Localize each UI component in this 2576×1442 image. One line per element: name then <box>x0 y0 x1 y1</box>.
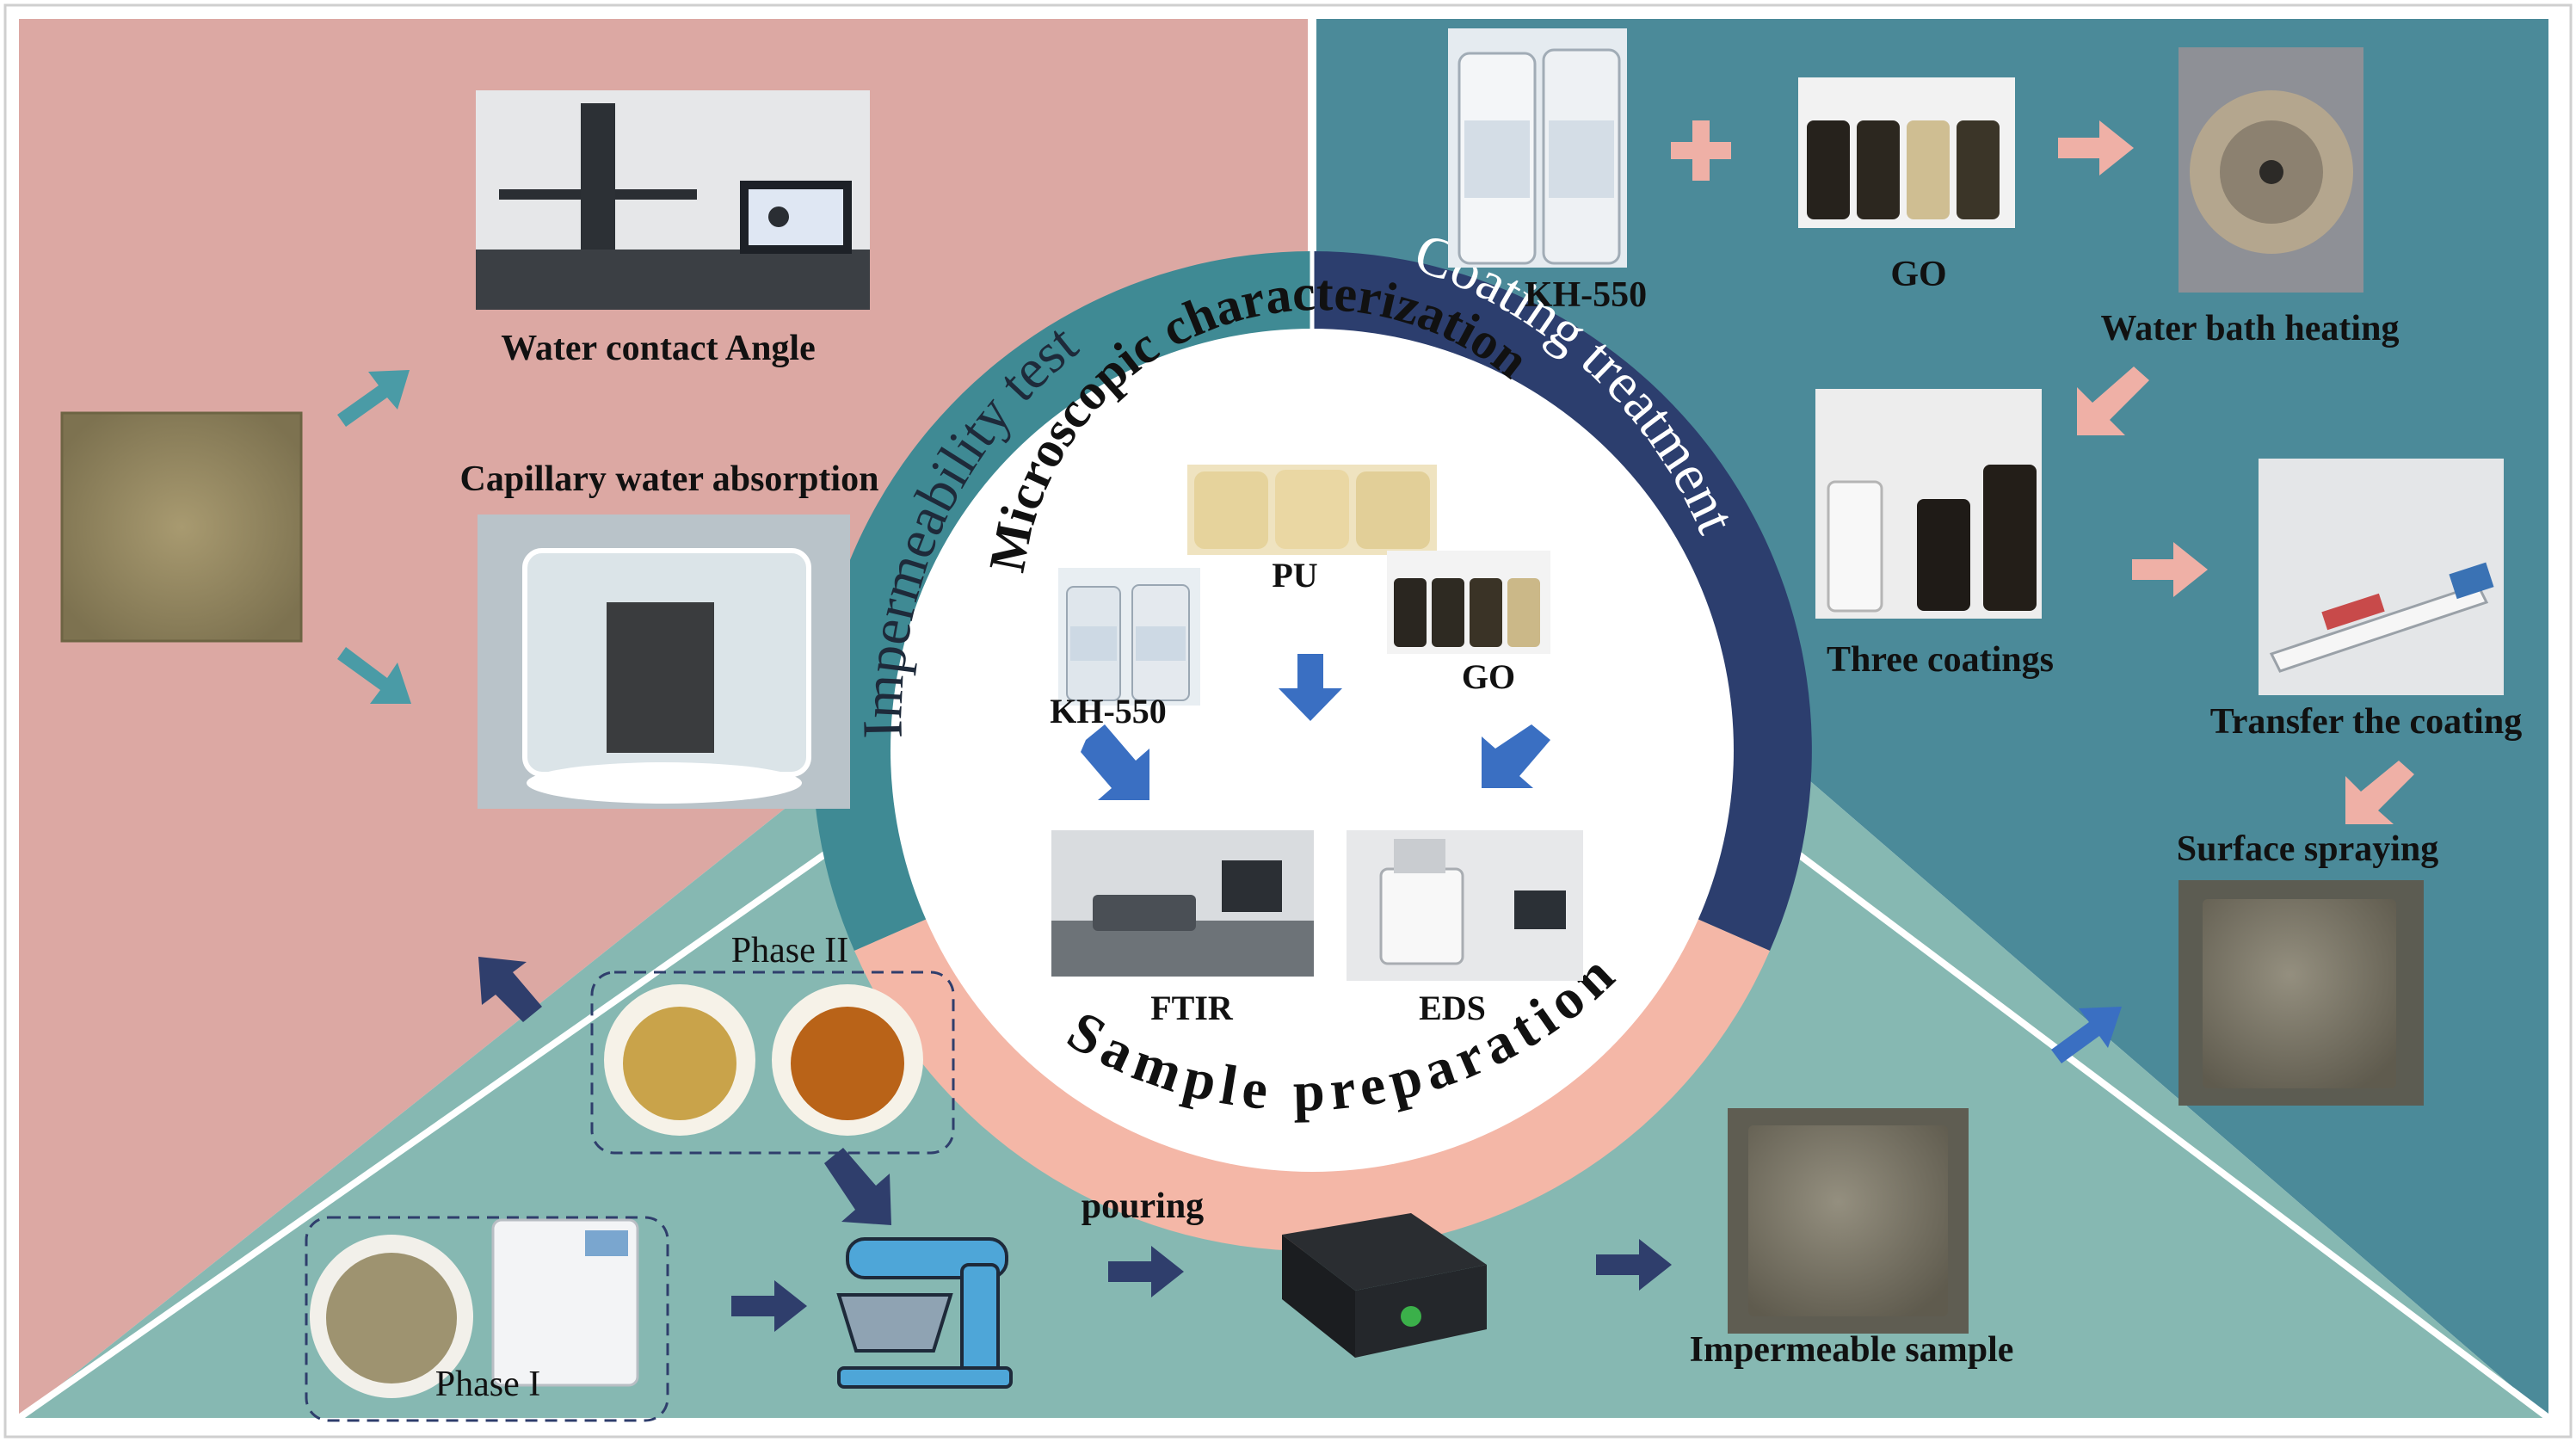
capillary-label: Capillary water absorption <box>460 459 879 499</box>
phase2-bowls <box>604 984 923 1136</box>
arrow-down-center <box>1279 654 1342 721</box>
water-contact-angle-label: Water contact Angle <box>501 329 816 368</box>
arrow-phase2-to-mixer <box>824 1148 891 1225</box>
capillary-photo <box>478 515 850 809</box>
go-label-center: GO <box>1462 657 1515 696</box>
arrow-to-three-coatings <box>2077 367 2149 435</box>
surface-spraying-label: Surface spraying <box>2177 829 2439 869</box>
pu-foam-photo <box>1187 465 1437 555</box>
mixer-icon <box>836 1237 1013 1389</box>
phase2-label: Phase II <box>731 931 848 971</box>
three-coatings-photo <box>1815 389 2042 619</box>
go-label: GO <box>1890 255 1946 294</box>
pouring-label: pouring <box>1082 1186 1204 1226</box>
water-bath-label: Water bath heating <box>2101 309 2400 348</box>
sprayed-sample-photo <box>2179 880 2424 1106</box>
contact-angle-photo <box>476 90 870 310</box>
arrow-to-contact-angle <box>337 370 410 427</box>
go-bottles-small <box>1387 551 1550 654</box>
arrow-phase1-to-mixer <box>731 1280 807 1332</box>
eds-photo <box>1347 830 1583 981</box>
arrow-to-eds <box>1482 724 1550 788</box>
sample-block-photo <box>60 411 303 643</box>
kh550-label: KH-550 <box>1525 275 1647 315</box>
impermeable-sample-photo <box>1728 1108 1969 1334</box>
arrow-to-capillary-up <box>478 957 542 1022</box>
water-bath-photo <box>2179 47 2363 293</box>
eds-label: EDS <box>1419 989 1486 1027</box>
arrow-to-mold <box>1108 1246 1184 1297</box>
pu-label: PU <box>1272 556 1317 595</box>
phase1-box <box>305 1216 669 1422</box>
mold-icon <box>1282 1213 1487 1358</box>
figure-border <box>3 3 2573 1439</box>
arrow-to-water-bath <box>2058 120 2134 176</box>
arrow-to-impermeable <box>1596 1239 1672 1291</box>
phase1-label: Phase I <box>435 1365 540 1404</box>
divider-left <box>16 754 966 1421</box>
phase2-box <box>590 971 955 1155</box>
phase1-materials <box>310 1218 639 1398</box>
go-bottles-photo <box>1798 77 2015 228</box>
divider-right <box>1667 754 2551 1421</box>
three-coatings-label: Three coatings <box>1827 640 2054 680</box>
arrow-to-transfer <box>2132 542 2208 597</box>
pipette-photo <box>2259 459 2504 695</box>
kh550-bottles-small <box>1058 568 1200 706</box>
arrow-to-capillary <box>337 647 411 704</box>
plus-icon <box>1671 120 1731 181</box>
transfer-label: Transfer the coating <box>2210 702 2522 742</box>
arrow-to-ftir <box>1081 724 1149 800</box>
arrow-to-surface-spraying <box>2345 761 2414 824</box>
ftir-photo <box>1051 830 1314 977</box>
impermeable-label: Impermeable sample <box>1690 1330 2014 1370</box>
ftir-label: FTIR <box>1150 989 1234 1027</box>
kh550-bottles-photo <box>1448 28 1627 268</box>
kh550-label-center: KH-550 <box>1050 692 1167 730</box>
arrow-impermeable-to-spraying <box>2051 1007 2122 1063</box>
